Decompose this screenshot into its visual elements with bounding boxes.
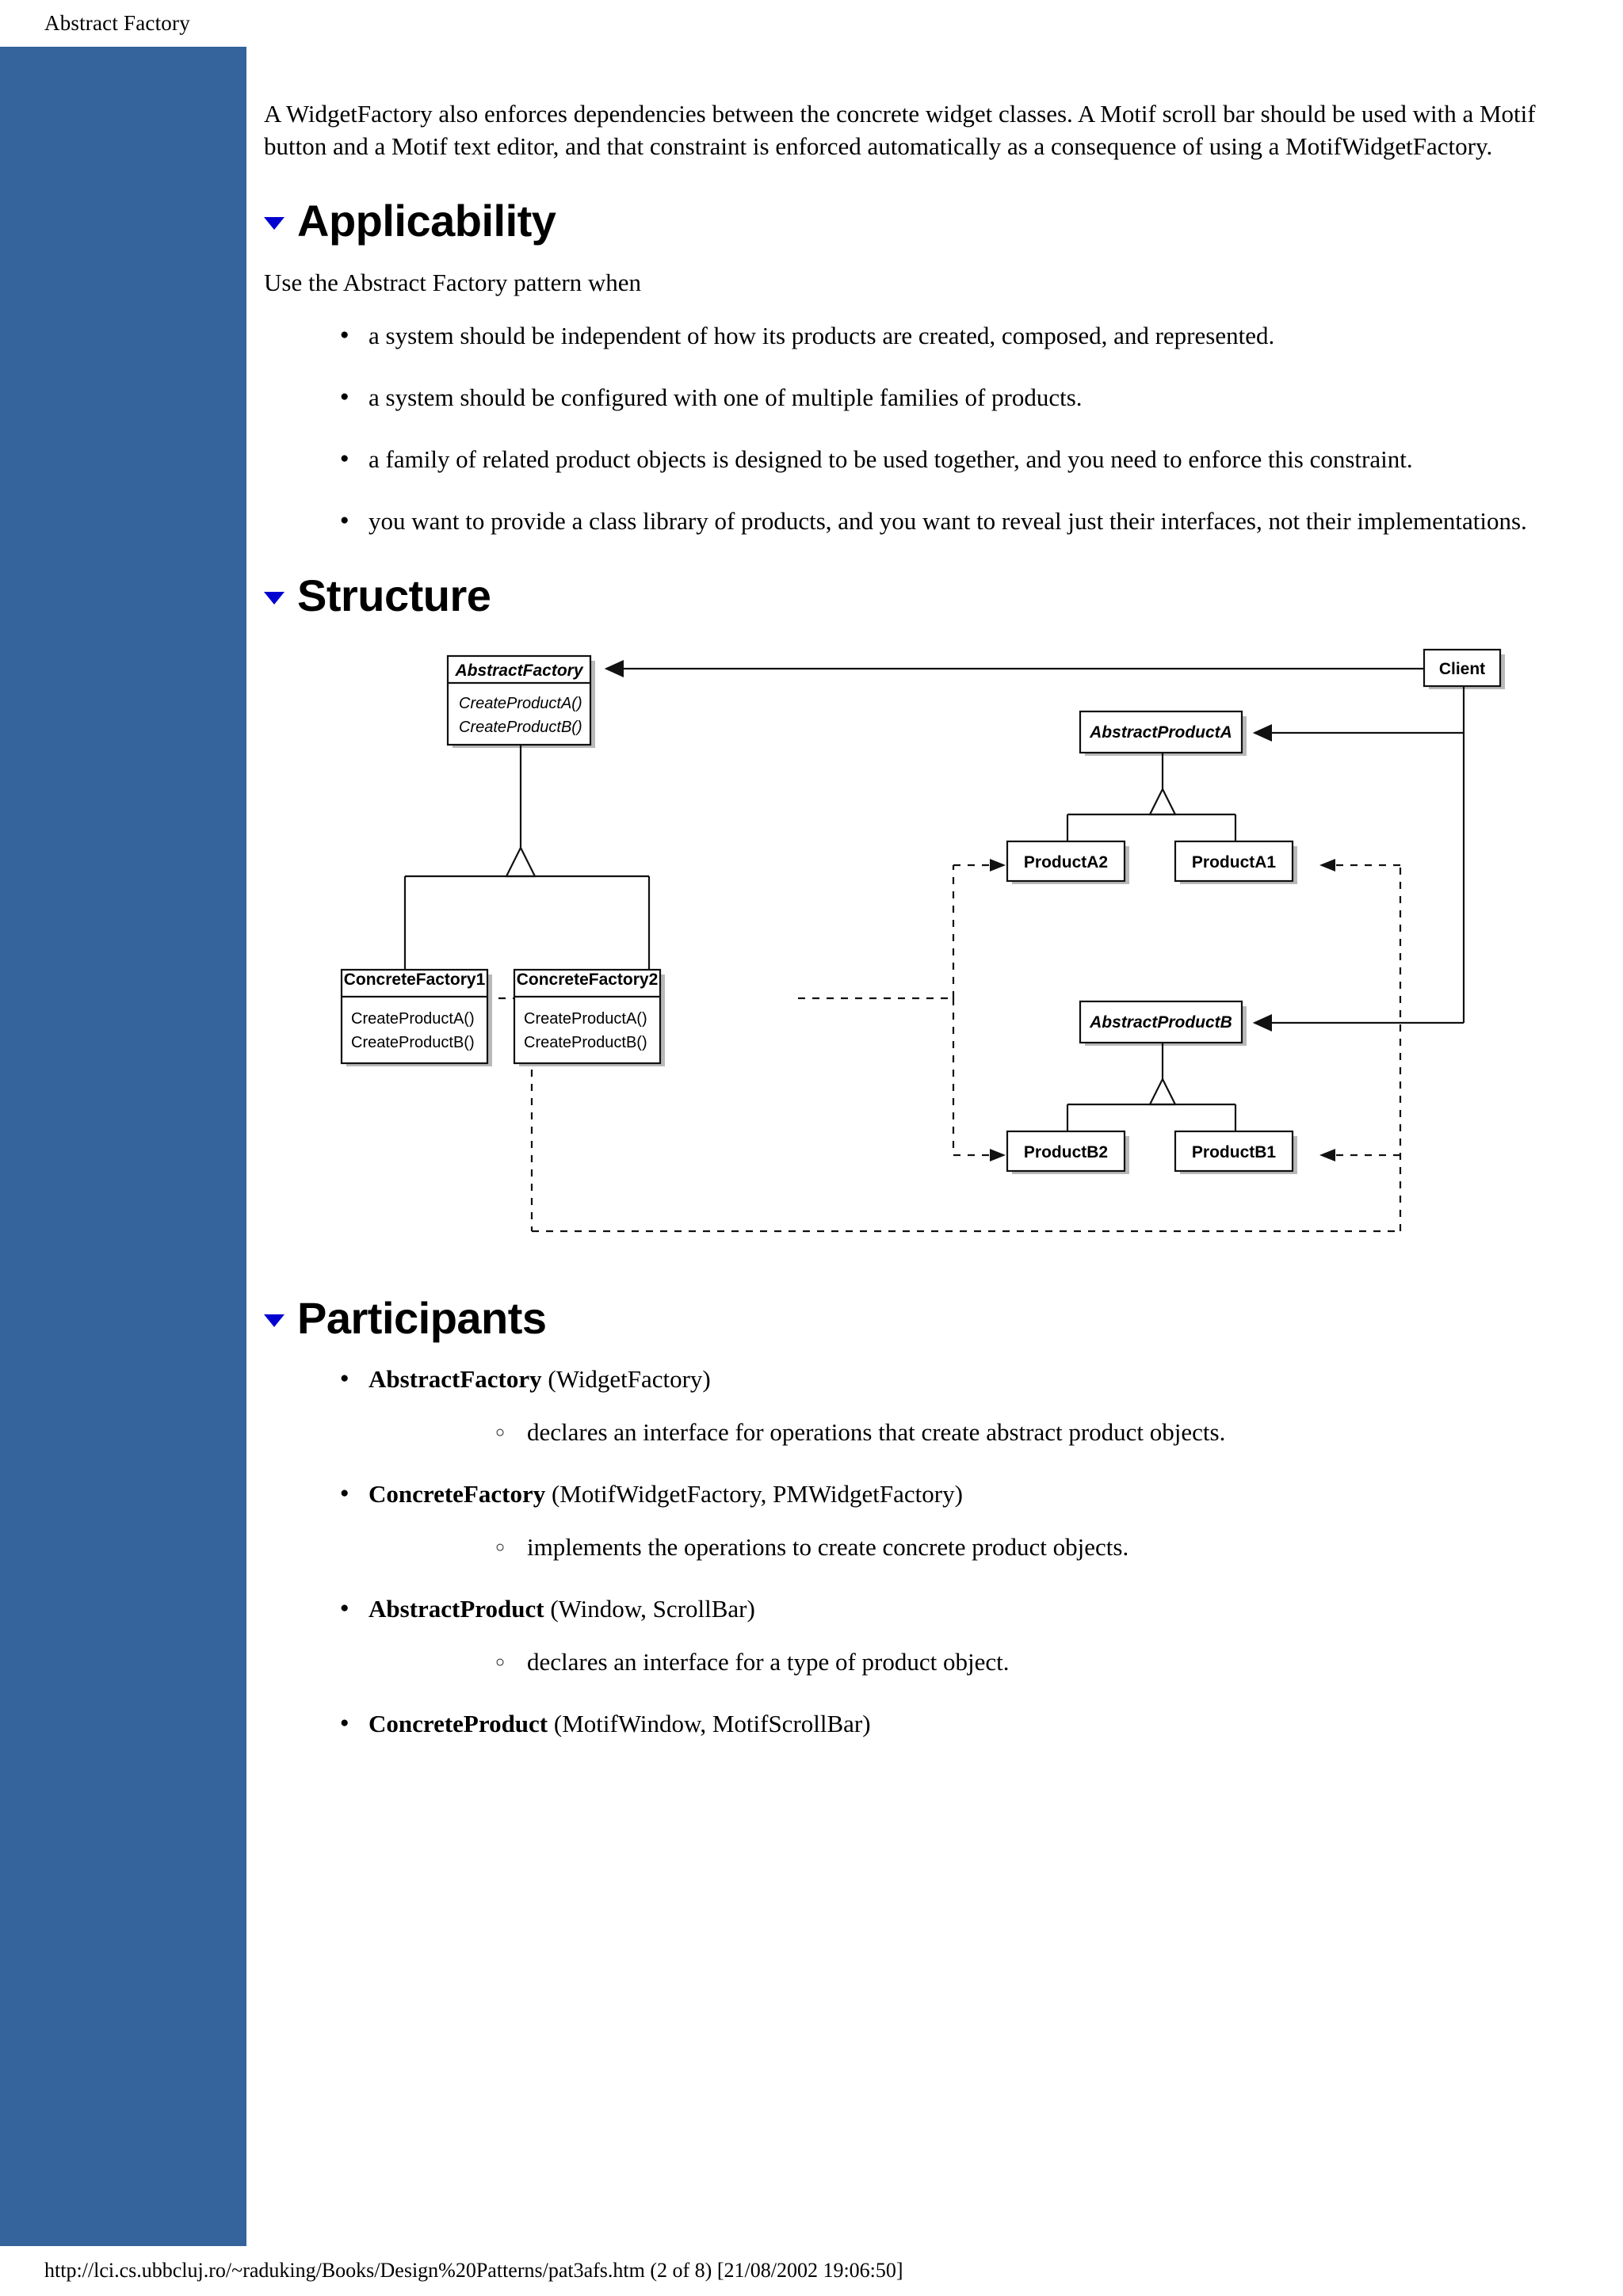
uml-method: CreateProductB() bbox=[459, 719, 582, 736]
uml-class-title: ProductA2 bbox=[1024, 853, 1108, 871]
uml-class-title: AbstractProductB bbox=[1089, 1013, 1232, 1032]
list-item: AbstractProduct (Window, ScrollBar) decl… bbox=[340, 1592, 1572, 1679]
heading-label-participants: Participants bbox=[297, 1293, 547, 1343]
uml-class-title: ProductB1 bbox=[1192, 1143, 1277, 1161]
left-blue-rail bbox=[0, 47, 246, 2246]
participants-list: AbstractFactory (WidgetFactory) declares… bbox=[264, 1362, 1572, 1740]
page-title: Abstract Factory bbox=[44, 11, 190, 35]
section-heading-applicability[interactable]: Applicability bbox=[264, 197, 1572, 245]
main-content: A WidgetFactory also enforces dependenci… bbox=[246, 47, 1623, 1769]
applicability-lead: Use the Abstract Factory pattern when bbox=[264, 269, 642, 296]
intro-paragraph: A WidgetFactory also enforces dependenci… bbox=[264, 100, 1536, 160]
list-item: ConcreteFactory (MotifWidgetFactory, PMW… bbox=[340, 1477, 1572, 1564]
heading-label-structure: Structure bbox=[297, 570, 491, 620]
participant-term: AbstractFactory bbox=[369, 1365, 542, 1393]
participant-sublist: declares an interface for a type of prod… bbox=[369, 1646, 1572, 1679]
uml-class-title: ProductB2 bbox=[1024, 1143, 1108, 1161]
heading-label-applicability: Applicability bbox=[297, 196, 556, 246]
list-item: you want to provide a class library of p… bbox=[340, 504, 1572, 537]
participant-term: AbstractProduct bbox=[369, 1595, 544, 1623]
uml-method: CreateProductA() bbox=[351, 1010, 475, 1028]
triangle-down-icon[interactable] bbox=[264, 1314, 285, 1327]
list-item: declares an interface for a type of prod… bbox=[495, 1646, 1572, 1679]
list-item: declares an interface for operations tha… bbox=[495, 1416, 1572, 1449]
list-item: a system should be configured with one o… bbox=[340, 380, 1572, 414]
list-item: a family of related product objects is d… bbox=[340, 442, 1572, 475]
uml-method: CreateProductA() bbox=[459, 695, 582, 712]
section-heading-structure[interactable]: Structure bbox=[264, 572, 1572, 620]
triangle-down-icon[interactable] bbox=[264, 217, 285, 230]
section-heading-participants[interactable]: Participants bbox=[264, 1295, 1572, 1342]
list-item: ConcreteProduct (MotifWindow, MotifScrol… bbox=[340, 1707, 1572, 1740]
participant-term: ConcreteFactory bbox=[369, 1480, 546, 1508]
uml-structure-diagram: AbstractFactory ConcreteFactory1 Concret… bbox=[275, 634, 1559, 1260]
list-item: a system should be independent of how it… bbox=[340, 318, 1572, 352]
uml-class-title: AbstractProductA bbox=[1089, 723, 1232, 742]
list-item: AbstractFactory (WidgetFactory) declares… bbox=[340, 1362, 1572, 1449]
uml-method: CreateProductB() bbox=[524, 1034, 647, 1051]
participant-examples: (Window, ScrollBar) bbox=[544, 1595, 755, 1623]
uml-method: CreateProductB() bbox=[351, 1034, 475, 1051]
page-footer: http://lci.cs.ubbcluj.ro/~raduking/Books… bbox=[0, 2246, 1623, 2296]
uml-class-title: ProductA1 bbox=[1192, 853, 1277, 871]
uml-class-title: ConcreteFactory1 bbox=[344, 971, 486, 989]
triangle-down-icon[interactable] bbox=[264, 592, 285, 605]
participant-examples: (MotifWidgetFactory, PMWidgetFactory) bbox=[545, 1480, 963, 1508]
uml-class-title: AbstractFactory bbox=[454, 662, 583, 680]
participant-sublist: implements the operations to create conc… bbox=[369, 1531, 1572, 1564]
participant-sublist: declares an interface for operations tha… bbox=[369, 1416, 1572, 1449]
participant-examples: (WidgetFactory) bbox=[541, 1365, 711, 1393]
uml-class-title: ConcreteFactory2 bbox=[517, 971, 659, 989]
footer-url-text: http://lci.cs.ubbcluj.ro/~raduking/Books… bbox=[44, 2259, 903, 2282]
applicability-list: a system should be independent of how it… bbox=[264, 318, 1572, 537]
uml-method: CreateProductA() bbox=[524, 1010, 647, 1028]
list-item: implements the operations to create conc… bbox=[495, 1531, 1572, 1564]
uml-class-title: Client bbox=[1439, 660, 1485, 678]
page-header: Abstract Factory bbox=[0, 0, 1623, 48]
participant-term: ConcreteProduct bbox=[369, 1710, 548, 1737]
participant-examples: (MotifWindow, MotifScrollBar) bbox=[548, 1710, 871, 1737]
